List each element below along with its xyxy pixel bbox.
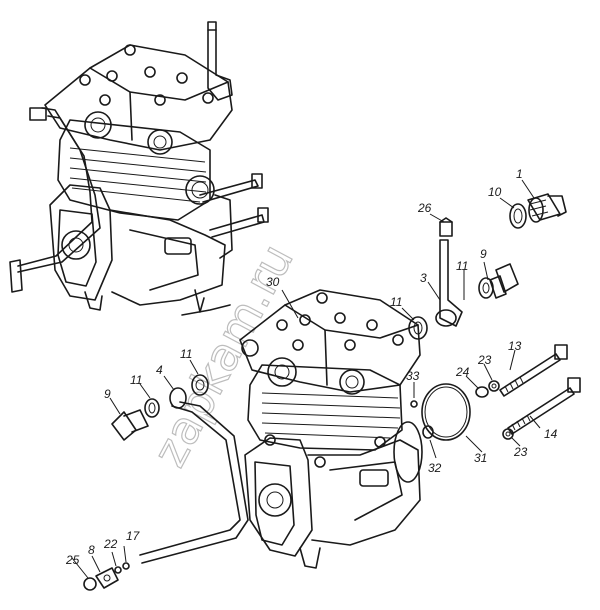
- part-9-union-bolt-right: [489, 263, 519, 299]
- part-33-small-ring: [410, 400, 418, 408]
- part-11-washer-right: [478, 277, 494, 299]
- part-3-pipe: [435, 239, 463, 327]
- callout-9: 9: [104, 387, 111, 401]
- callout-13: 13: [508, 339, 522, 353]
- callout-32: 32: [428, 461, 442, 475]
- part-24-washer: [475, 386, 489, 398]
- callout-11: 11: [180, 347, 192, 361]
- part-14-stud: [507, 377, 581, 435]
- callout-26: 26: [417, 201, 432, 215]
- part-9-union-bolt-left: [111, 409, 149, 441]
- callout-23: 23: [513, 445, 528, 459]
- callout-24: 24: [455, 365, 470, 379]
- callout-22: 22: [103, 537, 118, 551]
- callout-25: 25: [65, 553, 80, 567]
- part-23-nut-lower: [502, 428, 514, 440]
- part-17-nut: [122, 562, 130, 570]
- part-11-washer-center: [408, 316, 428, 340]
- callout-4: 4: [156, 363, 163, 377]
- callout-9: 9: [480, 247, 487, 261]
- assembly-arrow: [181, 289, 231, 316]
- part-8-flange: [95, 567, 119, 589]
- part-4-banjo-pipe: [139, 387, 249, 564]
- callout-1: 1: [516, 167, 523, 181]
- callout-labels: 1 10 26 9 3 11 30 11 13 23 24 33 4 11 11…: [65, 167, 558, 567]
- leader-lines: [71, 179, 541, 579]
- compressor-assembled: [9, 21, 269, 311]
- callout-14: 14: [544, 427, 558, 441]
- compressor-exploded: [239, 289, 423, 569]
- callout-3: 3: [420, 271, 427, 285]
- callout-11: 11: [130, 373, 142, 387]
- callout-11: 11: [390, 295, 402, 309]
- part-22-washer: [114, 566, 122, 574]
- part-23-nut-upper: [488, 380, 500, 392]
- callout-33: 33: [406, 369, 420, 383]
- part-13-stud: [499, 344, 568, 397]
- part-11-washer-left-upper: [191, 374, 209, 396]
- callout-31: 31: [474, 451, 487, 465]
- part-1-fitting: [527, 193, 567, 223]
- callout-17: 17: [126, 529, 141, 543]
- callout-10: 10: [488, 185, 502, 199]
- part-10-washer: [509, 203, 527, 229]
- callout-30: 30: [266, 275, 280, 289]
- callout-23: 23: [477, 353, 492, 367]
- part-31-gasket-ring: [421, 383, 471, 441]
- callout-8: 8: [88, 543, 95, 557]
- part-32-o-ring: [422, 425, 434, 439]
- part-25-washer: [83, 577, 97, 591]
- part-11-washer-left: [144, 398, 160, 418]
- callout-11: 11: [456, 259, 468, 273]
